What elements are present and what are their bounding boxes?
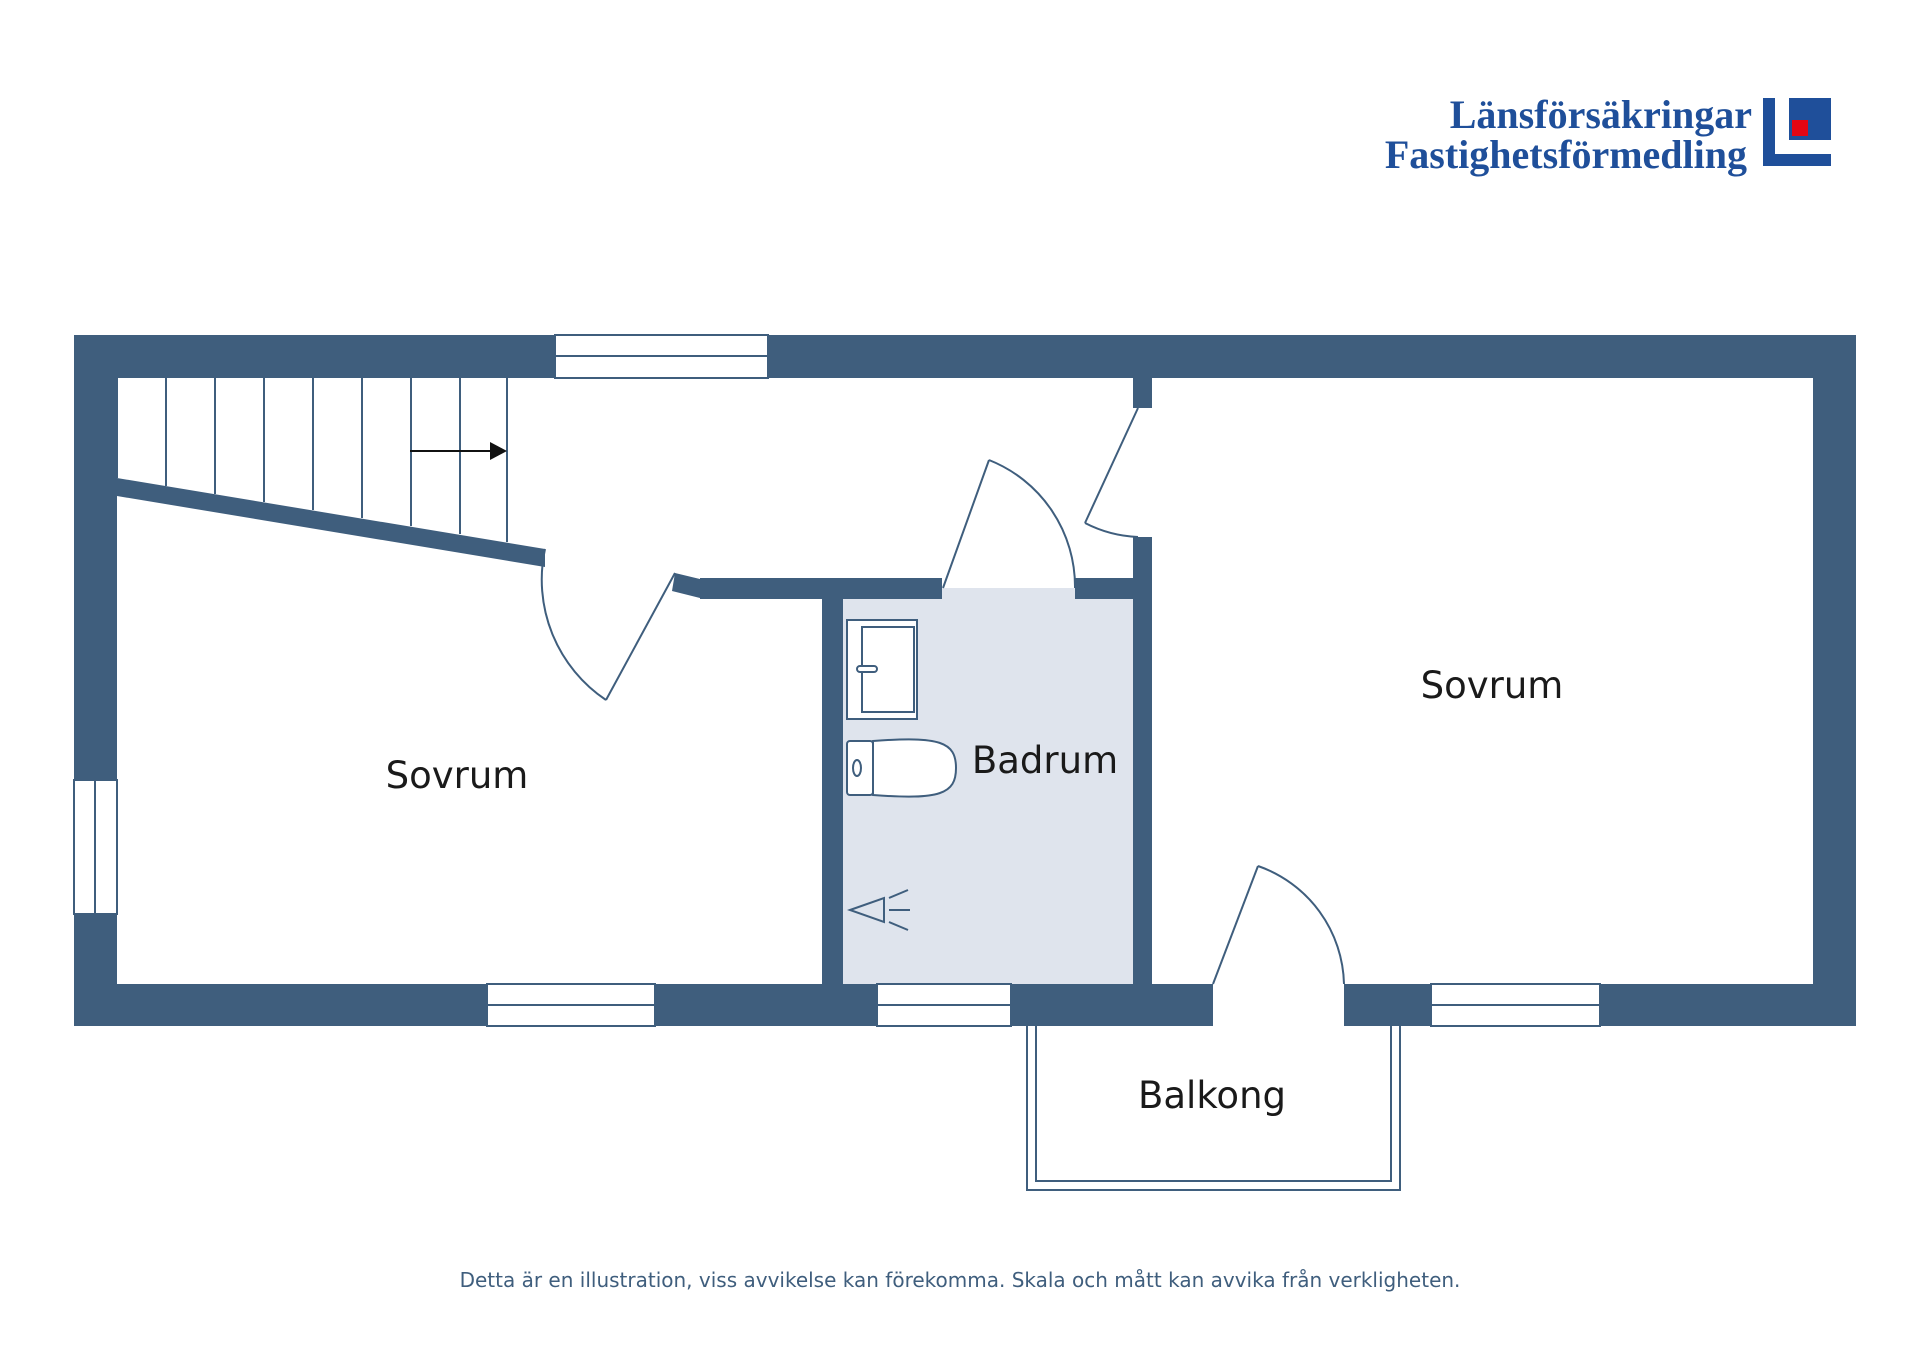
shower-icon — [846, 889, 910, 931]
window-left — [73, 779, 118, 915]
room-label-balcony: Balkong — [1138, 1074, 1286, 1117]
window-bottom-bath — [876, 983, 1012, 1027]
window-bottom-left — [486, 983, 656, 1027]
door-left-bedroom — [540, 548, 676, 701]
room-label-bedroom-left: Sovrum — [386, 754, 529, 797]
window-top — [554, 334, 769, 379]
window-bottom-right — [1430, 983, 1601, 1027]
sink-icon — [846, 619, 918, 720]
windows — [73, 334, 1601, 1027]
walls — [74, 335, 1856, 1026]
bathroom-fixtures — [846, 619, 958, 931]
brand-logo: Länsförsäkringar Fastighetsförmedling — [1385, 92, 1831, 177]
toilet-icon — [846, 738, 958, 798]
room-label-bathroom: Badrum — [972, 739, 1118, 782]
doors — [540, 407, 1345, 985]
room-label-bedroom-right: Sovrum — [1421, 664, 1564, 707]
disclaimer-text: Detta är en illustration, viss avvikelse… — [459, 1268, 1461, 1292]
balcony — [1026, 1026, 1401, 1191]
door-bathroom — [942, 459, 1077, 589]
logo-line-1: Länsförsäkringar — [1450, 92, 1752, 137]
door-right-bedroom — [1084, 407, 1139, 538]
logo-line-2: Fastighetsförmedling — [1385, 132, 1747, 177]
door-balcony — [1212, 865, 1345, 985]
stair-direction-arrow-icon — [410, 442, 507, 460]
logo-mark-icon — [1763, 98, 1831, 166]
